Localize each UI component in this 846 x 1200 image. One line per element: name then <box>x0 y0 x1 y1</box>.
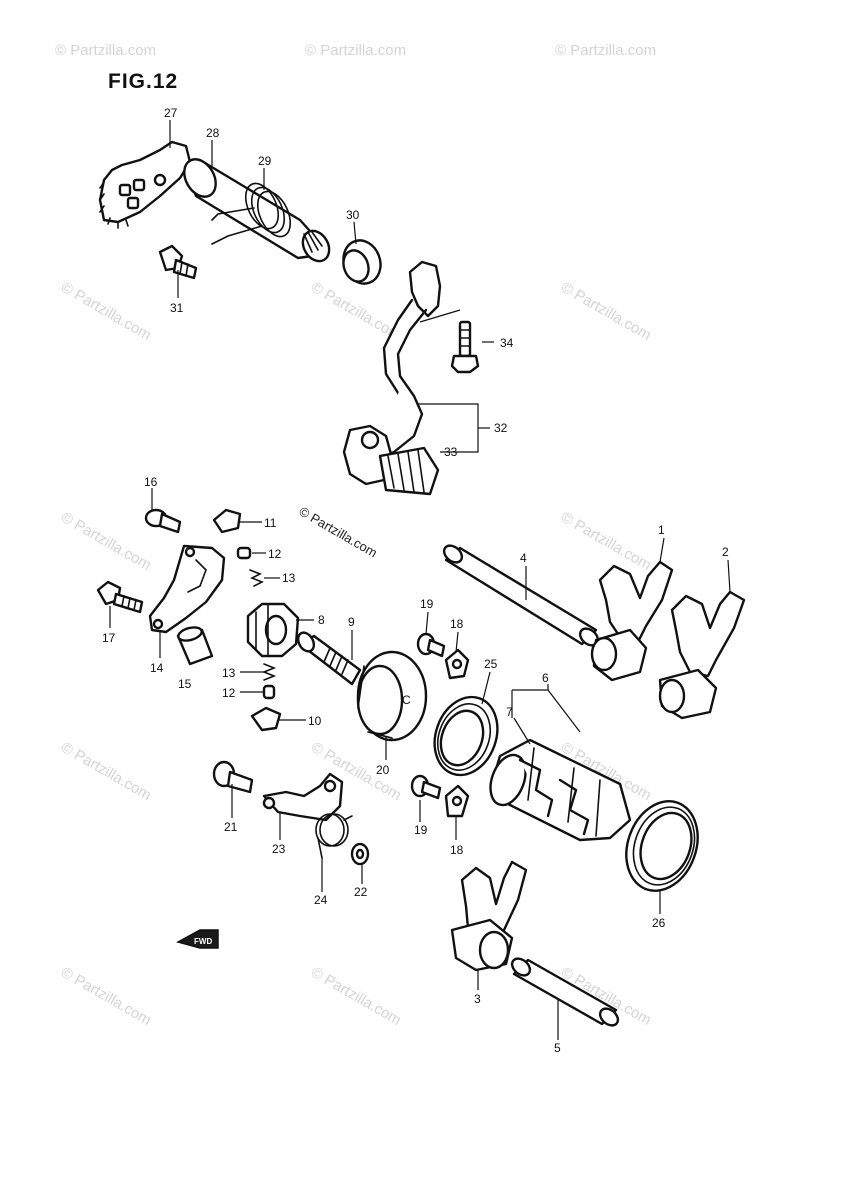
callout-11: 11 <box>264 516 277 530</box>
part-7-shift-drum <box>489 738 632 842</box>
fwd-label: FWD <box>194 937 212 946</box>
watermark: © Partzilla.com <box>58 739 154 804</box>
part-4-fork-shaft <box>442 544 600 647</box>
part-11-pawl <box>212 508 242 534</box>
callout-10: 10 <box>308 714 322 728</box>
part-18-washer-lower <box>444 784 470 818</box>
part-12-pin <box>236 546 252 560</box>
callout-20: 20 <box>376 763 390 777</box>
watermark: © Partzilla.com <box>58 279 154 344</box>
part-15-collar <box>176 626 214 666</box>
callout-31: 31 <box>170 301 184 315</box>
callout-25: 25 <box>484 657 498 671</box>
watermark: © Partzilla.com <box>58 964 154 1029</box>
part-21-bolt <box>212 760 254 794</box>
cam-letter-marking: C <box>402 693 411 707</box>
part-13-spring-lower <box>261 663 277 681</box>
callout-33: 33 <box>444 445 458 459</box>
part-10-pawl <box>250 706 282 732</box>
watermark: © Partzilla.com <box>558 509 654 574</box>
callout-9: 9 <box>348 615 355 629</box>
part-1-shift-fork <box>590 560 674 682</box>
callout-13: 13 <box>282 571 296 585</box>
callout-22: 22 <box>354 885 368 899</box>
callout-27: 27 <box>164 106 178 120</box>
watermark: © Partzilla.com <box>58 509 154 574</box>
part-28-shift-shaft <box>183 158 331 263</box>
callout-7: 7 <box>506 705 513 719</box>
part-34-bolt <box>450 320 480 374</box>
watermark: © Partzilla.com <box>308 964 404 1029</box>
callout-26: 26 <box>652 916 666 930</box>
callout-12-lower: 12 <box>222 686 236 700</box>
part-13-spring <box>249 569 264 587</box>
fwd-direction-marker: FWD <box>176 929 219 949</box>
callout-19: 19 <box>420 597 434 611</box>
callout-19-lower: 19 <box>414 823 428 837</box>
part-31-bolt <box>158 244 198 280</box>
callout-21: 21 <box>224 820 238 834</box>
part-19-screw-upper <box>416 632 446 658</box>
callout-8: 8 <box>318 613 325 627</box>
callout-18: 18 <box>450 617 464 631</box>
callout-18-lower: 18 <box>450 843 464 857</box>
part-2-shift-fork <box>658 590 746 720</box>
part-8-cam-driven-gear <box>246 602 300 658</box>
part-20-cam-plate: C <box>356 650 428 742</box>
callout-3: 3 <box>474 992 481 1006</box>
part-5-fork-shaft <box>510 957 620 1027</box>
callout-labels: 27 28 29 30 31 34 32 33 16 11 12 13 17 1… <box>102 106 729 1055</box>
figure-title: FIG.12 <box>108 70 178 93</box>
callout-24: 24 <box>314 893 328 907</box>
part-14-stopper-plate <box>148 544 226 634</box>
watermark: © Partzilla.com <box>305 42 406 59</box>
watermark: © Partzilla.com <box>555 42 656 59</box>
callout-2: 2 <box>722 545 729 559</box>
watermark: © Partzilla.com <box>55 42 156 59</box>
part-12-pin-lower <box>262 684 276 700</box>
callout-4: 4 <box>520 551 527 565</box>
part-19-screw-lower <box>410 774 442 800</box>
callout-1: 1 <box>658 523 665 537</box>
callout-17: 17 <box>102 631 116 645</box>
part-22-washer <box>350 842 370 866</box>
callout-32: 32 <box>494 421 508 435</box>
part-29-return-spring <box>211 182 292 245</box>
part-30-oil-seal <box>342 239 382 285</box>
leader-lines <box>109 120 731 1040</box>
callout-34: 34 <box>500 336 514 350</box>
part-32-shift-lever <box>342 260 442 496</box>
callout-12: 12 <box>268 547 282 561</box>
part-16-screw <box>144 508 182 534</box>
part-23-plate <box>262 772 344 822</box>
callout-14: 14 <box>150 661 164 675</box>
part-25-bearing <box>433 695 499 777</box>
callout-16: 16 <box>144 475 158 489</box>
callout-13-lower: 13 <box>222 666 236 680</box>
part-3-shift-fork <box>450 860 528 972</box>
callout-23: 23 <box>272 842 286 856</box>
callout-28: 28 <box>206 126 220 140</box>
copyright-notice: © Partzilla.com <box>297 504 380 561</box>
callout-5: 5 <box>554 1041 561 1055</box>
callout-30: 30 <box>346 208 360 222</box>
callout-6: 6 <box>542 671 549 685</box>
callout-15: 15 <box>178 677 192 691</box>
part-18-washer-upper <box>444 648 470 680</box>
part-17-bolt <box>96 580 144 614</box>
part-27-shift-arm <box>98 140 192 229</box>
callout-29: 29 <box>258 154 272 168</box>
part-26-bearing <box>625 800 699 892</box>
part-9-shaft <box>296 631 362 686</box>
watermark: © Partzilla.com <box>558 279 654 344</box>
part-24-spring <box>315 813 353 859</box>
